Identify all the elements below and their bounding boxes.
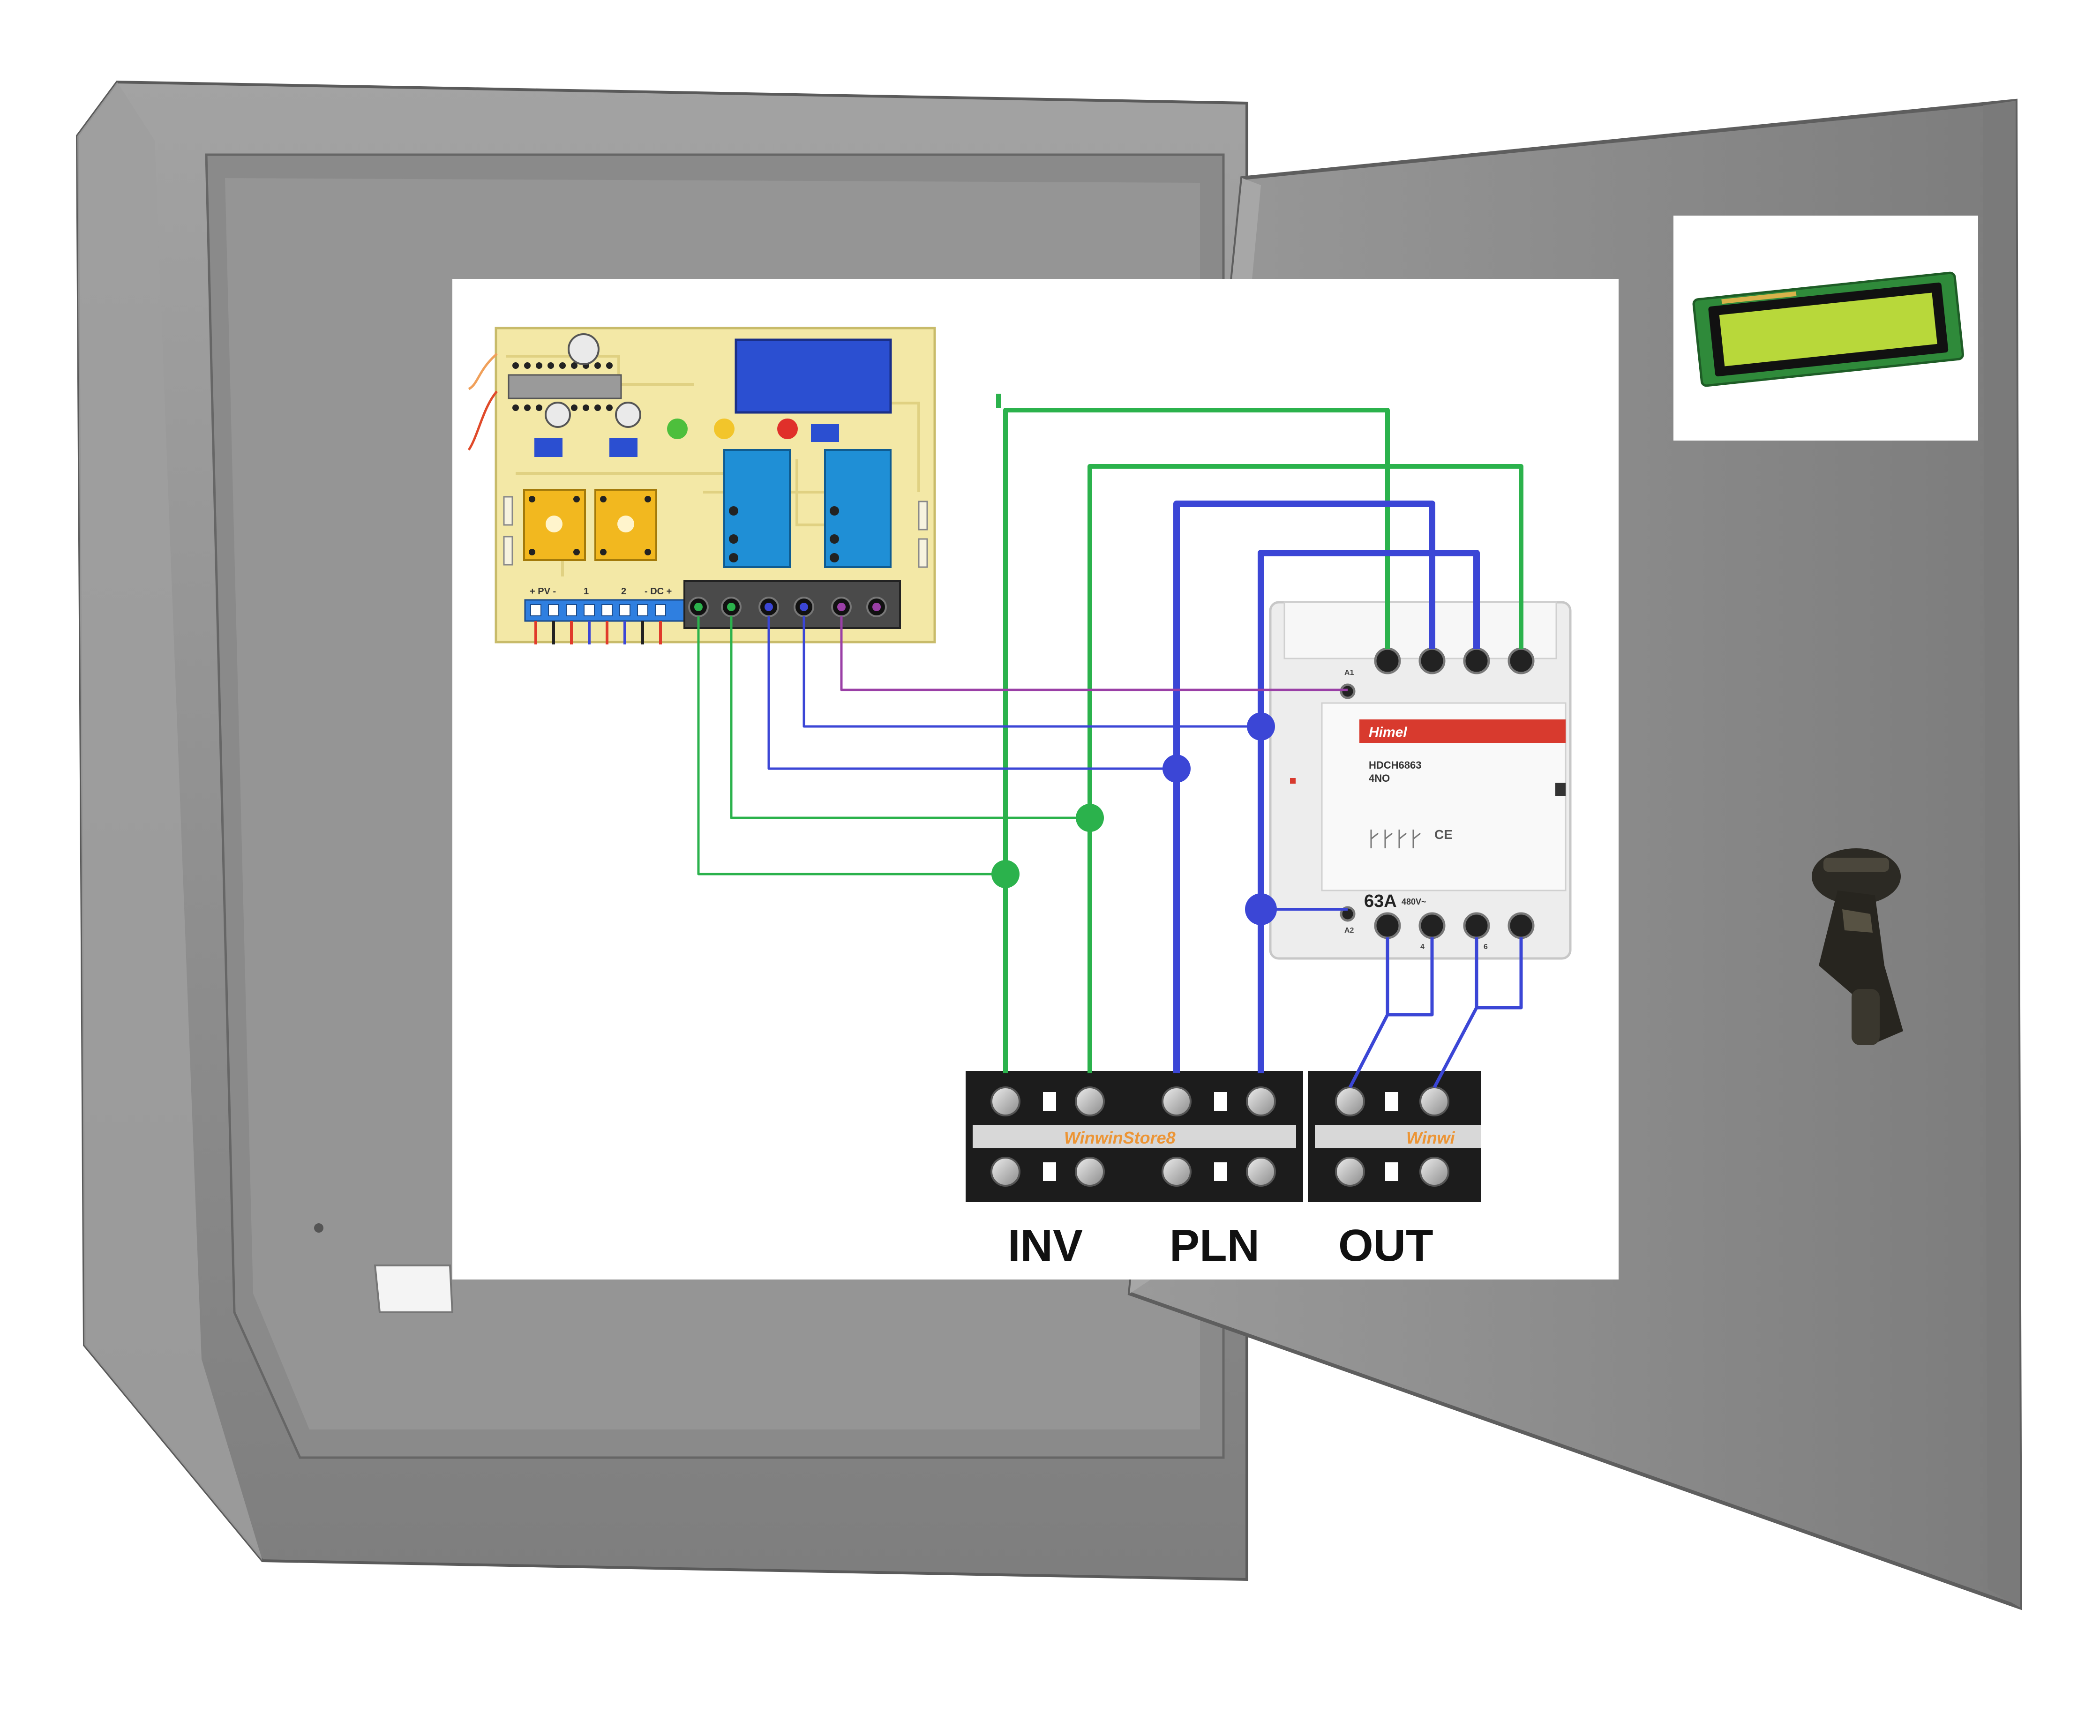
sensor-wire xyxy=(468,353,498,390)
contactor-model: HDCH6863 xyxy=(1369,759,1422,771)
contactor-4p: Himel HDCH6863 4NO CE 63A 480V~ A1 A2 4 … xyxy=(1269,601,1572,960)
contactor-a1: A1 xyxy=(1344,669,1354,677)
label-inv: INV xyxy=(1008,1220,1083,1271)
wire-out-blue xyxy=(1348,937,1523,1088)
led-yellow xyxy=(714,419,735,439)
enclosure-cable-slot xyxy=(374,1265,454,1313)
pcb-label-dc: - DC + xyxy=(645,586,672,597)
capacitor xyxy=(568,333,600,365)
sensor-wire xyxy=(467,390,498,451)
relay-2 xyxy=(824,449,892,568)
contactor-top-shelf xyxy=(1283,601,1557,659)
wire-junctions xyxy=(991,712,1277,925)
small-component xyxy=(534,438,562,457)
contactor-voltage: 480V~ xyxy=(1402,897,1426,906)
current-sensor-module xyxy=(735,338,892,414)
label-pln: PLN xyxy=(1170,1220,1260,1271)
contactor-rating: 63A xyxy=(1364,891,1397,911)
contactor-logo: Himel xyxy=(1369,725,1407,740)
resistors xyxy=(503,496,928,568)
contactor-t6: 6 xyxy=(1484,943,1488,951)
pcb-input-terminals xyxy=(524,599,685,644)
label-out: OUT xyxy=(1338,1220,1433,1271)
relay-1 xyxy=(723,449,791,568)
contact-symbols xyxy=(1370,830,1421,848)
contactor-notch xyxy=(1555,783,1566,796)
small-component xyxy=(609,438,638,457)
enclosure-left-side xyxy=(77,82,262,1561)
controller-pcb: + PV - 1 2 - DC + xyxy=(467,327,936,644)
wire-coil-purple xyxy=(840,616,1348,691)
terminal-brand-right: Winwi xyxy=(1406,1128,1455,1147)
led-red xyxy=(777,419,798,439)
contactor-poles: 4NO xyxy=(1369,772,1390,784)
contactor-a2: A2 xyxy=(1344,927,1354,935)
pcb-label-1: 1 xyxy=(584,586,589,597)
wire-pln-blue xyxy=(1173,501,1480,1073)
capacitor xyxy=(545,402,571,428)
wire-pcb-blue xyxy=(767,616,1261,770)
contactor-top-terminals xyxy=(1340,647,1535,699)
pcb-label-pv: + PV - xyxy=(530,586,556,597)
led-green xyxy=(667,419,688,439)
contactor-ce: CE xyxy=(1434,827,1453,842)
terminal-blocks: WinwinStore8 Winwi xyxy=(963,1050,1481,1202)
capacitor xyxy=(615,402,641,428)
wires xyxy=(697,394,1523,1088)
terminal-block-out: Winwi xyxy=(1308,1071,1481,1202)
terminal-block-inv-pln: WinwinStore8 xyxy=(966,1071,1303,1202)
mounting-dot xyxy=(314,1223,323,1233)
microcontroller-chip xyxy=(508,374,622,399)
door-edge xyxy=(1983,101,2020,1608)
key-icon[interactable] xyxy=(1812,848,1903,1045)
terminal-brand-left: WinwinStore8 xyxy=(1064,1128,1176,1147)
lcd-screen xyxy=(1719,292,1937,367)
contactor-band xyxy=(1359,719,1566,743)
contactor-t4: 4 xyxy=(1420,943,1425,951)
wire-pcb-green xyxy=(697,616,1090,875)
small-component xyxy=(811,424,839,442)
pcb-label-2: 2 xyxy=(621,586,626,597)
trimmer-pot-1 xyxy=(523,489,586,561)
lcd-pin-row xyxy=(1721,291,1797,304)
lcd-display-icon xyxy=(1673,216,1978,441)
pcb-output-terminals xyxy=(683,580,901,629)
contactor-indicator xyxy=(1290,778,1296,784)
trimmer-pot-2 xyxy=(594,489,657,561)
